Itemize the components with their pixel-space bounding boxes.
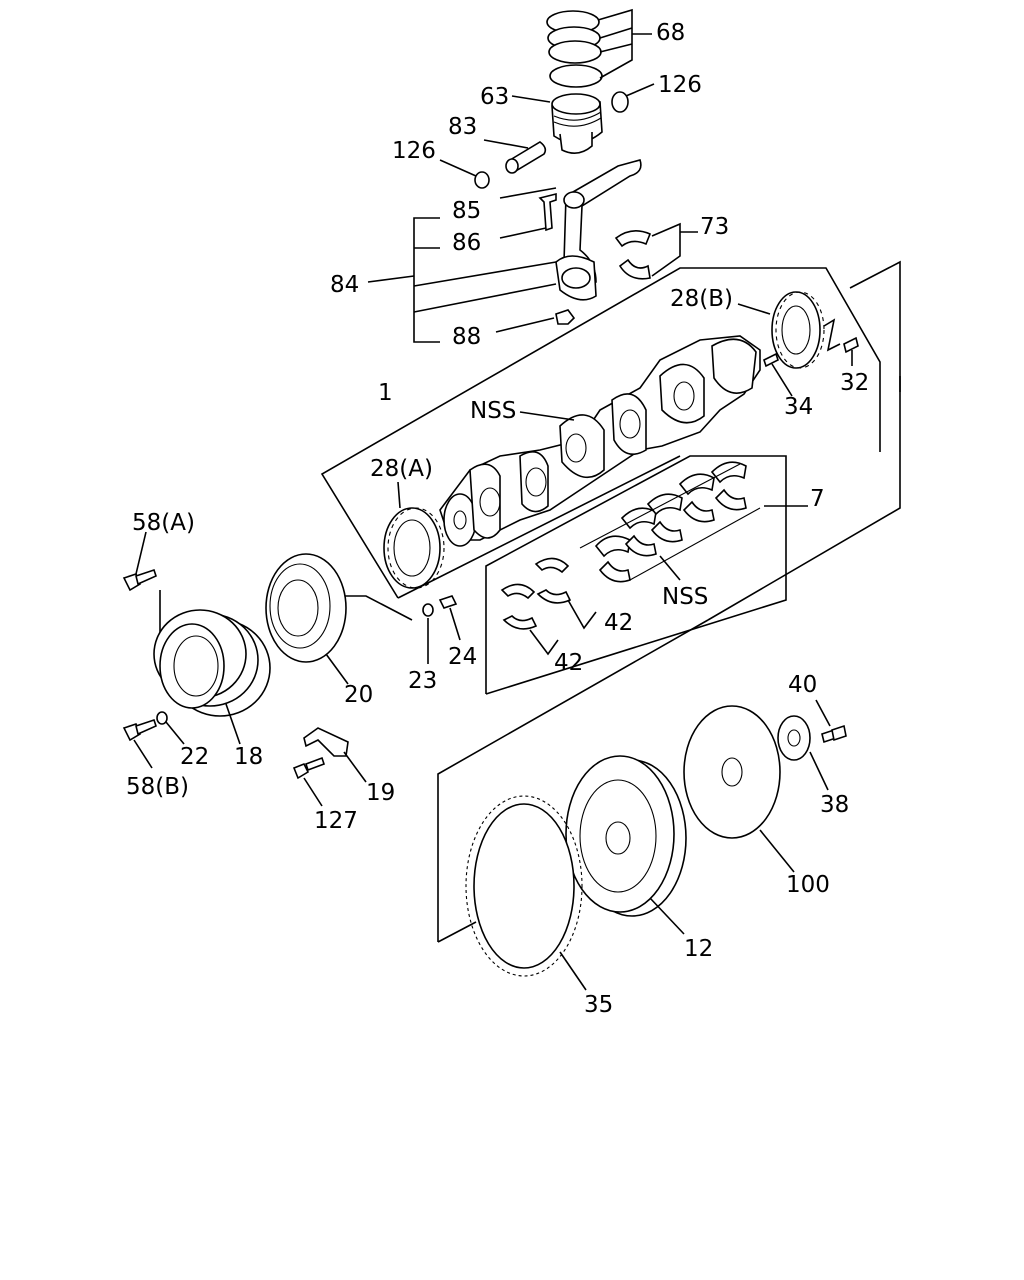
flex-plate — [683, 705, 795, 873]
bolt-58a — [122, 531, 157, 592]
callout-84: 84 — [330, 272, 359, 298]
piston-rings — [546, 8, 652, 88]
dowel-pin-32 — [843, 336, 859, 366]
thrust-washers — [500, 557, 597, 656]
callout-73: 73 — [700, 214, 729, 240]
bolt-58b — [122, 711, 185, 769]
crank-gear-b — [737, 291, 841, 369]
callout-24: 24 — [448, 644, 477, 670]
snap-ring-left — [439, 159, 490, 189]
callout-85: 85 — [452, 198, 481, 224]
crank-gear-a — [383, 481, 445, 589]
callout-68: 68 — [656, 20, 685, 46]
callout-7: 7 — [810, 486, 825, 512]
callout-100: 100 — [786, 872, 830, 898]
callout-34: 34 — [784, 394, 813, 420]
callout-32: 32 — [840, 370, 869, 396]
callout-nss-crank: NSS — [470, 398, 516, 424]
callout-19: 19 — [366, 780, 395, 806]
flywheel — [565, 755, 687, 935]
callout-22: 22 — [180, 744, 209, 770]
callout-63: 63 — [480, 84, 509, 110]
snap-ring-right — [611, 83, 655, 113]
bracket-19 — [292, 727, 367, 807]
callout-18: 18 — [234, 744, 263, 770]
rod-bolt — [499, 192, 557, 239]
ring-gear — [465, 795, 587, 991]
callout-35: 35 — [584, 992, 613, 1018]
callout-28b: 28(B) — [670, 286, 733, 312]
washer-23-bolt-24 — [422, 595, 461, 664]
callout-labels: 68 126 63 83 126 85 73 86 84 28(B) 88 32… — [126, 20, 869, 1018]
callout-40: 40 — [788, 672, 817, 698]
crank-pulley — [153, 609, 271, 745]
callout-42-lower: 42 — [554, 650, 583, 676]
callout-23: 23 — [408, 668, 437, 694]
crankshaft — [439, 335, 761, 547]
callout-28a: 28(A) — [370, 456, 433, 482]
callout-1: 1 — [378, 380, 393, 406]
callout-88: 88 — [452, 324, 481, 350]
rod-nut — [495, 309, 576, 333]
callout-12: 12 — [684, 936, 713, 962]
main-bearings — [579, 461, 808, 583]
spacer-plate-38 — [777, 699, 847, 791]
callout-83: 83 — [448, 114, 477, 140]
rod-bearing — [614, 222, 698, 280]
callout-38: 38 — [820, 792, 849, 818]
callout-86: 86 — [452, 230, 481, 256]
callout-nss-bearing: NSS — [662, 584, 708, 610]
callout-58b: 58(B) — [126, 774, 189, 800]
callout-127: 127 — [314, 808, 358, 834]
connecting-rod — [499, 159, 642, 301]
callout-58a: 58(A) — [132, 510, 195, 536]
callout-20: 20 — [344, 682, 373, 708]
piston-pin — [483, 139, 547, 174]
callout-42-upper: 42 — [604, 610, 633, 636]
dowel-pin-34 — [763, 352, 793, 397]
callout-126-left: 126 — [392, 138, 436, 164]
callout-126-top: 126 — [658, 72, 702, 98]
group-frames — [159, 217, 901, 943]
piston — [511, 93, 603, 154]
harmonic-damper — [265, 553, 349, 685]
